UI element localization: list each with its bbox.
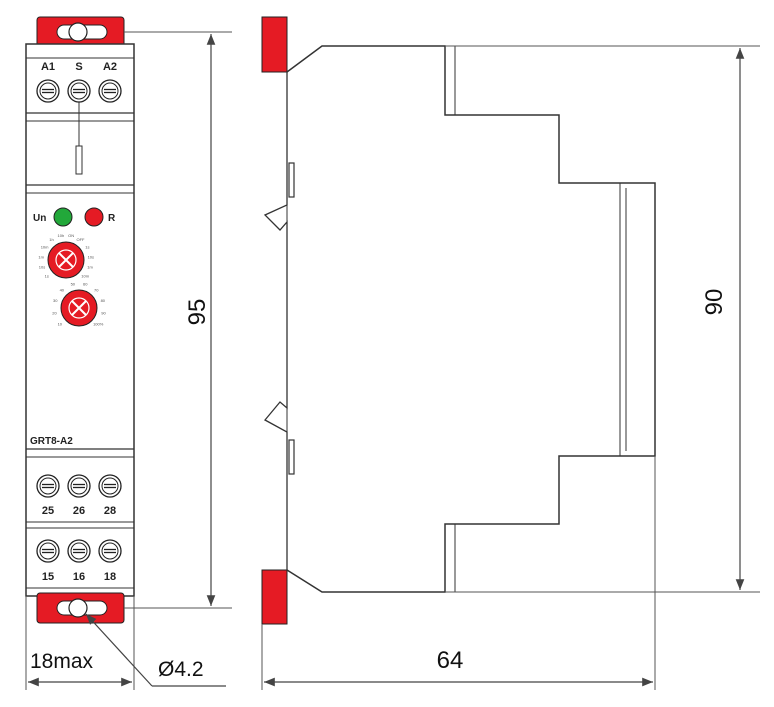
relay-led-red xyxy=(84,207,104,227)
knob-scale-label: 1s xyxy=(85,245,89,250)
knob-scale-label: 60 xyxy=(83,281,88,286)
knob-scale-label: 100% xyxy=(93,322,104,327)
knob-scale-label: 80 xyxy=(101,298,106,303)
screw-terminal xyxy=(36,79,60,103)
time-range-knob[interactable] xyxy=(47,241,85,279)
terminal-label-28: 28 xyxy=(104,505,116,517)
front-view: A1 S A2 Un xyxy=(25,16,135,624)
screw-terminal xyxy=(98,474,122,498)
knob-scale-label: 1m xyxy=(87,265,93,270)
knob-scale-label: 30 xyxy=(53,298,58,303)
knob-scale-label: 10s xyxy=(88,254,94,259)
top-mounting-clip xyxy=(36,16,125,48)
terminal-label-15: 15 xyxy=(42,571,54,583)
screw-terminal xyxy=(36,474,60,498)
screw-terminal xyxy=(67,539,91,563)
power-led-green xyxy=(53,207,73,227)
front-height-dimension: 95 xyxy=(124,31,232,609)
dimension-label-90: 90 xyxy=(701,289,728,316)
side-slot-lower xyxy=(288,439,295,475)
terminal-label-a1: A1 xyxy=(41,61,55,73)
terminal-label-26: 26 xyxy=(73,505,85,517)
knob-scale-label: 1s xyxy=(45,274,49,279)
mounting-hole-bottom xyxy=(68,598,88,618)
knob-scale-label: 10m xyxy=(41,245,49,250)
terminal-label-s: S xyxy=(75,61,82,73)
knob-scale-label: OFF xyxy=(77,237,86,242)
side-view xyxy=(261,16,656,625)
knob-scale-label: 20 xyxy=(52,310,57,315)
knob-scale-label: 70 xyxy=(94,287,99,292)
terminal-label-18: 18 xyxy=(104,571,116,583)
knob-scale-label: 10m xyxy=(81,274,89,279)
side-profile-outline xyxy=(286,45,656,593)
led-label-r: R xyxy=(108,213,116,224)
model-name: GRT8-A2 xyxy=(30,436,73,447)
knob-scale-label: 1h xyxy=(49,237,53,242)
screw-terminal xyxy=(98,79,122,103)
mounting-hole-top xyxy=(68,22,88,42)
screw-terminal xyxy=(98,539,122,563)
side-depth-dimension: 64 xyxy=(261,456,656,690)
screw-terminal xyxy=(67,474,91,498)
knob-scale-label: 10s xyxy=(39,265,45,270)
bottom-terminal-screws-row1 xyxy=(36,474,122,498)
side-bottom-clip xyxy=(261,569,288,625)
knob-scale-label: 50 xyxy=(71,281,76,286)
dimension-label-64: 64 xyxy=(437,647,464,674)
led-label-un: Un xyxy=(33,213,46,224)
dimension-label-18max: 18max xyxy=(30,650,94,673)
bottom-mounting-clip xyxy=(36,592,125,624)
terminal-label-25: 25 xyxy=(42,505,54,517)
knob-scale-label: ON xyxy=(68,233,74,238)
dimension-label-hole-diameter: Ø4.2 xyxy=(158,658,204,681)
percent-scale: 10 20 30 40 50 60 70 80 90 100% xyxy=(52,281,106,326)
side-height-dimension: 90 xyxy=(445,45,760,593)
screw-terminal xyxy=(67,79,91,103)
knob-scale-label: 1m xyxy=(38,254,44,259)
screw-terminal xyxy=(36,539,60,563)
hole-diameter-callout: Ø4.2 xyxy=(85,613,226,687)
knob-scale-label: 40 xyxy=(60,287,65,292)
knob-scale-label: 10 xyxy=(58,322,63,327)
front-window-slot xyxy=(75,145,83,175)
side-slot-upper xyxy=(288,162,295,198)
front-width-dimension: 18max xyxy=(25,596,135,690)
knob-scale-label: 90 xyxy=(101,310,106,315)
bottom-terminal-screws-row2 xyxy=(36,539,122,563)
terminal-label-a2: A2 xyxy=(103,61,117,73)
knob-scale-label: 10h xyxy=(58,233,65,238)
top-terminal-screws xyxy=(36,79,122,103)
percent-adjust-knob[interactable] xyxy=(60,289,98,327)
dimension-label-95: 95 xyxy=(184,299,211,326)
side-top-clip xyxy=(261,16,288,73)
terminal-label-16: 16 xyxy=(73,571,85,583)
din-rail-clip-profile xyxy=(263,72,288,570)
